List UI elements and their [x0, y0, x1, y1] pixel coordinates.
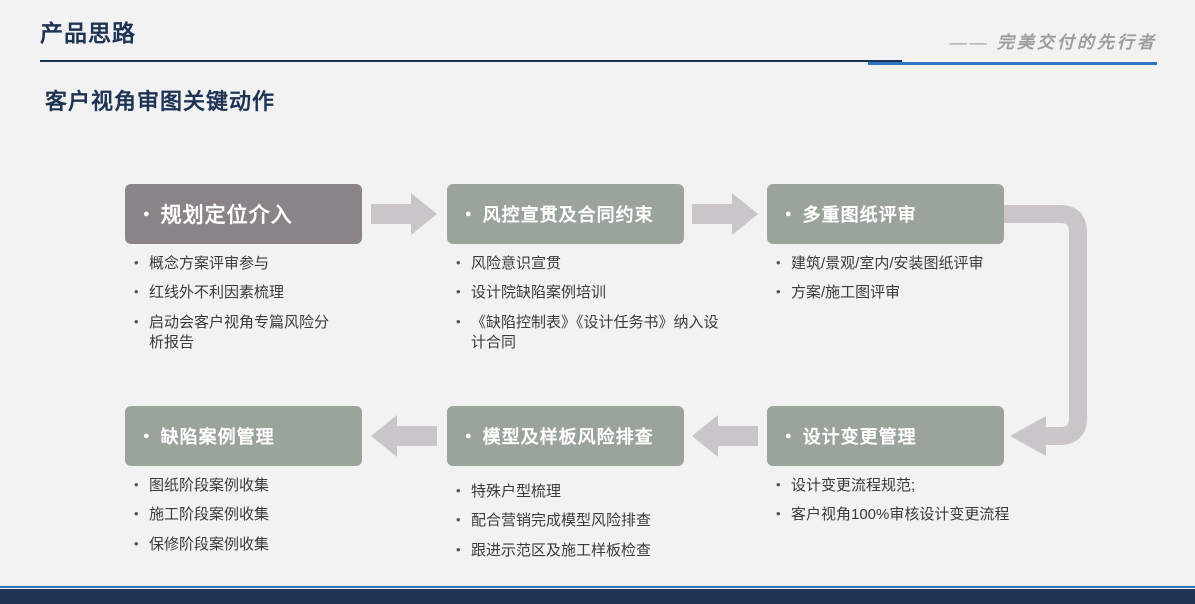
bullet-item: 方案/施工图评审 — [775, 283, 1035, 303]
bullet-item: 《缺陷控制表》《设计任务书》纳入设计合同 — [455, 313, 719, 354]
header-rule-navy — [40, 60, 902, 62]
arrow-left-icon — [371, 415, 437, 457]
flow-box-model-sample-risk-check: ● 模型及样板风险排查 — [447, 406, 684, 466]
bullet-list-model-sample: 特殊户型梳理 配合营销完成模型风险排查 跟进示范区及施工样板检查 — [455, 482, 715, 570]
section-subtitle: 客户视角审图关键动作 — [45, 89, 276, 114]
bullet-item: 建筑/景观/室内/安装图纸评审 — [775, 254, 1035, 274]
bullet-item: 红线外不利因素梳理 — [133, 283, 333, 303]
flow-box-label: 模型及样板风险排查 — [482, 427, 654, 447]
bullet-item: 客户视角100%审核设计变更流程 — [775, 505, 1035, 525]
arrow-shaft — [692, 204, 732, 224]
flow-box-multi-drawing-review: ● 多重图纸评审 — [767, 184, 1004, 244]
header-rule-blue — [868, 62, 1157, 65]
bullet-item: 特殊户型梳理 — [455, 482, 715, 502]
arrow-head — [411, 193, 437, 235]
arrow-right-icon — [371, 193, 437, 235]
bullet-item: 图纸阶段案例收集 — [133, 476, 353, 496]
bullet-item: 保修阶段案例收集 — [133, 535, 353, 555]
bullet-list-planning: 概念方案评审参与 红线外不利因素梳理 启动会客户视角专篇风险分析报告 — [133, 254, 333, 362]
bullet-dot-icon: ● — [465, 429, 472, 442]
bullet-item: 施工阶段案例收集 — [133, 505, 353, 525]
page-title: 产品思路 — [40, 20, 136, 46]
flow-box-label: 规划定位介入 — [160, 204, 293, 227]
arrow-shaft — [397, 426, 437, 446]
bullet-list-risk-briefing: 风险意识宣贯 设计院缺陷案例培训 《缺陷控制表》《设计任务书》纳入设计合同 — [455, 254, 719, 362]
bullet-dot-icon: ● — [143, 429, 150, 442]
bullet-dot-icon: ● — [785, 207, 792, 220]
arrow-right-icon — [692, 193, 758, 235]
bullet-item: 风险意识宣贯 — [455, 254, 719, 274]
flow-box-design-change-management: ● 设计变更管理 — [767, 406, 1004, 466]
flow-box-label: 多重图纸评审 — [802, 205, 917, 225]
arrow-shaft — [371, 204, 411, 224]
bullet-list-drawing-review: 建筑/景观/室内/安装图纸评审 方案/施工图评审 — [775, 254, 1035, 313]
bullet-list-design-change: 设计变更流程规范; 客户视角100%审核设计变更流程 — [775, 476, 1035, 535]
arrow-shaft — [718, 426, 758, 446]
bullet-dot-icon: ● — [785, 429, 792, 442]
footer-bar-navy — [0, 589, 1195, 604]
arrow-left-icon — [692, 415, 758, 457]
bullet-item: 启动会客户视角专篇风险分析报告 — [133, 313, 333, 354]
flow-box-label: 风控宣贯及合同约束 — [482, 205, 654, 225]
bullet-dot-icon: ● — [143, 207, 150, 220]
bullet-dot-icon: ● — [465, 207, 472, 220]
bullet-item: 跟进示范区及施工样板检查 — [455, 541, 715, 561]
header-tagline: —— 完美交付的先行者 — [949, 33, 1157, 52]
elbow-connector-icon — [1004, 205, 1087, 456]
flow-box-planning-positioning: ● 规划定位介入 — [125, 184, 362, 244]
bullet-item: 概念方案评审参与 — [133, 254, 333, 274]
flow-box-risk-briefing-contract: ● 风控宣贯及合同约束 — [447, 184, 684, 244]
flow-box-label: 设计变更管理 — [802, 427, 917, 447]
bullet-list-defect-cases: 图纸阶段案例收集 施工阶段案例收集 保修阶段案例收集 — [133, 476, 353, 564]
arrow-head — [371, 415, 397, 457]
arrow-head — [732, 193, 758, 235]
flow-box-defect-case-management: ● 缺陷案例管理 — [125, 406, 362, 466]
arrow-head — [692, 415, 718, 457]
bullet-item: 配合营销完成模型风险排查 — [455, 511, 715, 531]
bullet-item: 设计变更流程规范; — [775, 476, 1035, 496]
bullet-item: 设计院缺陷案例培训 — [455, 283, 719, 303]
footer-rule-blue — [0, 586, 1195, 588]
flow-box-label: 缺陷案例管理 — [160, 427, 275, 447]
